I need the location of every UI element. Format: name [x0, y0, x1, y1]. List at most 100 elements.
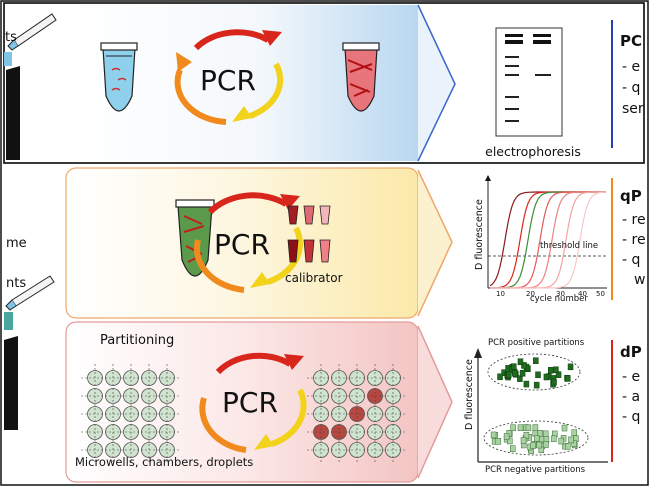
row3-side-line: - e [622, 369, 640, 385]
row3-chevron [417, 325, 453, 479]
positive-point [511, 363, 517, 370]
amplification-curve [490, 191, 606, 289]
threshold-label: threshold line [540, 241, 598, 251]
negative-point [564, 443, 571, 450]
positive-point [535, 371, 541, 379]
dpcr-scatter-plot: PCR positive partitions PCR negative par… [464, 338, 608, 475]
row2-chevron [417, 169, 453, 317]
row1-side-line: - q [622, 80, 640, 96]
row3-side-title: dP [620, 343, 642, 361]
positive-point [519, 370, 526, 377]
negative-point [536, 441, 542, 449]
row2-side-line: w [634, 272, 645, 288]
negative-point [558, 437, 564, 445]
negative-point [537, 430, 544, 437]
amplification-curve [490, 191, 606, 289]
calibrator-tubes-icon [287, 205, 331, 263]
qpcr-curves [489, 191, 607, 289]
row1-side-title: PC [620, 32, 642, 50]
negative-point [525, 424, 532, 432]
negative-point [507, 437, 513, 445]
pipette-body-icon [4, 336, 18, 430]
amplification-curve [490, 191, 606, 289]
row2-side-line: - re [622, 212, 646, 228]
positive-point [521, 362, 527, 369]
positive-point [517, 358, 524, 366]
positive-point [567, 363, 574, 371]
positive-partition-cluster [497, 357, 574, 389]
qpcr-x-tick: 20 [526, 290, 535, 298]
negative-point [510, 424, 516, 432]
positive-point [565, 375, 571, 382]
negative-point [490, 431, 497, 439]
pcr-cycle-icon: PCR [193, 192, 303, 293]
negative-point [520, 437, 527, 444]
electrophoresis-gel [495, 27, 563, 137]
negative-point [517, 424, 524, 431]
row1-side-line: - e [622, 59, 640, 75]
negative-point [533, 435, 540, 442]
positive-point [543, 373, 550, 381]
positive-partitions-label: PCR positive partitions [488, 338, 585, 348]
row-qpcr: me nts PCR [4, 167, 646, 330]
row3-side-line: - a [622, 389, 640, 405]
qpcr-x-tick: 10 [496, 290, 505, 298]
row2-left-label-fragment: nts [6, 276, 26, 291]
row-dpcr: Partitioning Microwells, chambers, dropl… [4, 321, 642, 483]
calibrator-label: calibrator [285, 271, 343, 285]
electrophoresis-label: electrophoresis [485, 144, 581, 159]
row1-chevron [417, 4, 456, 162]
negative-point [510, 445, 516, 452]
negative-point [530, 442, 536, 449]
negative-point [561, 424, 568, 432]
qpcr-x-tick: 40 [578, 290, 587, 298]
tube-sample-icon [100, 42, 138, 112]
row2-side-line: - re [622, 232, 646, 248]
pcr-label: PCR [222, 386, 278, 419]
positive-point [533, 381, 540, 389]
qpcr-xlabel: cycle number [530, 294, 588, 304]
pcr-label: PCR [200, 64, 256, 97]
positive-point [505, 371, 512, 379]
partition-grid-after [307, 364, 407, 464]
row-pcr: ts PCR [3, 2, 645, 164]
pcr-cycle-icon: PCR [174, 29, 284, 125]
negative-partition-cluster [490, 424, 579, 454]
negative-point [568, 436, 574, 444]
row2-side-line: - q [622, 252, 640, 268]
positive-point [512, 369, 518, 377]
row3-side-line: - q [622, 409, 640, 425]
negative-point [571, 429, 577, 436]
positive-point [547, 367, 554, 374]
dpcr-ylabel: D fluorescence [464, 359, 475, 430]
qpcr-amplification-plot: threshold line cycle number D fluorescen… [474, 175, 607, 304]
negative-point [532, 424, 539, 431]
amplification-curve [490, 191, 606, 289]
positive-point [553, 366, 559, 374]
amplification-curve [490, 191, 606, 289]
negative-point [551, 435, 557, 443]
qpcr-x-tick: 50 [596, 290, 605, 298]
row1-side-line: ser [622, 101, 644, 117]
qpcr-ylabel: D fluorescence [474, 199, 485, 270]
negative-point [543, 441, 549, 448]
row1-left-label-fragment: ts [5, 30, 17, 45]
row2-left-label-fragment: me [6, 236, 27, 251]
positive-point [517, 375, 523, 382]
amplification-curve [490, 191, 607, 289]
positive-point [551, 378, 557, 386]
negative-partitions-label: PCR negative partitions [485, 465, 586, 475]
pipette-icon [4, 275, 55, 330]
positive-point [533, 357, 539, 364]
negative-point [571, 440, 577, 447]
qpcr-x-tick: 30 [556, 290, 565, 298]
positive-point [497, 373, 503, 381]
pcr-label: PCR [214, 228, 270, 261]
positive-point [523, 380, 530, 388]
row2-side-title: qP [620, 187, 642, 205]
pipette-icon [4, 13, 57, 160]
partition-grid-before [81, 364, 181, 464]
negative-point [523, 432, 530, 439]
